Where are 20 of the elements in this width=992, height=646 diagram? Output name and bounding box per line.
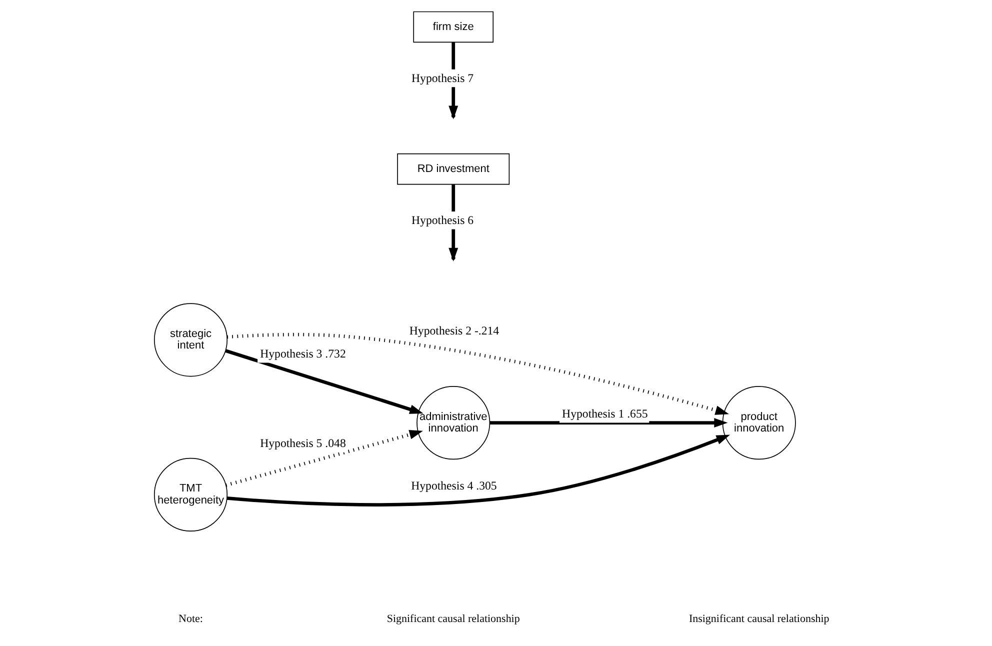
arrow: [225, 430, 422, 487]
node-circle: TMT heterogeneity: [153, 458, 228, 532]
edge-label: Hypothesis 4 .305: [410, 478, 496, 492]
edge-label: Hypothesis 1 .655: [562, 406, 648, 420]
legend-label: Significant causal relationship: [386, 612, 520, 625]
legend-label: Insignificant causal relationship: [688, 612, 829, 625]
edge-label: Hypothesis 6: [411, 212, 474, 227]
arrow: [226, 332, 728, 415]
arrow: [490, 418, 728, 428]
edge-label: Hypothesis 2 -.214: [408, 324, 499, 338]
node-circle: administrative innovation: [416, 386, 490, 460]
label: Note:: [178, 612, 202, 625]
node-box: RD investment: [396, 153, 510, 185]
edge-label: Hypothesis 7: [411, 70, 474, 85]
node-circle: strategic intent: [153, 303, 228, 377]
edge-label: Hypothesis 3 .732: [260, 346, 346, 360]
node-circle: product innovation: [722, 386, 796, 460]
edge-label: Hypothesis 5 .048: [260, 436, 346, 450]
node-box: firm size: [412, 11, 494, 43]
arrow: [224, 349, 423, 414]
